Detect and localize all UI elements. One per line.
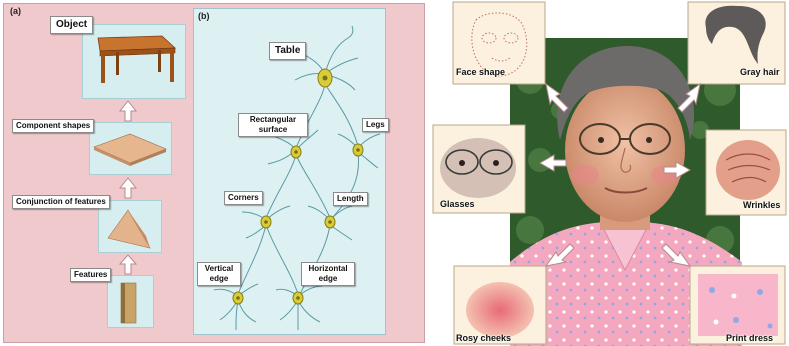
rosy-cheeks-label: Rosy cheeks [456, 333, 511, 343]
face-shape-label: Face shape [456, 67, 505, 77]
wrinkles-label: Wrinkles [743, 200, 780, 210]
glasses-label: Glasses [440, 199, 475, 209]
gray-hair-label: Gray hair [740, 67, 780, 77]
print-dress-label: Print dress [726, 333, 773, 343]
